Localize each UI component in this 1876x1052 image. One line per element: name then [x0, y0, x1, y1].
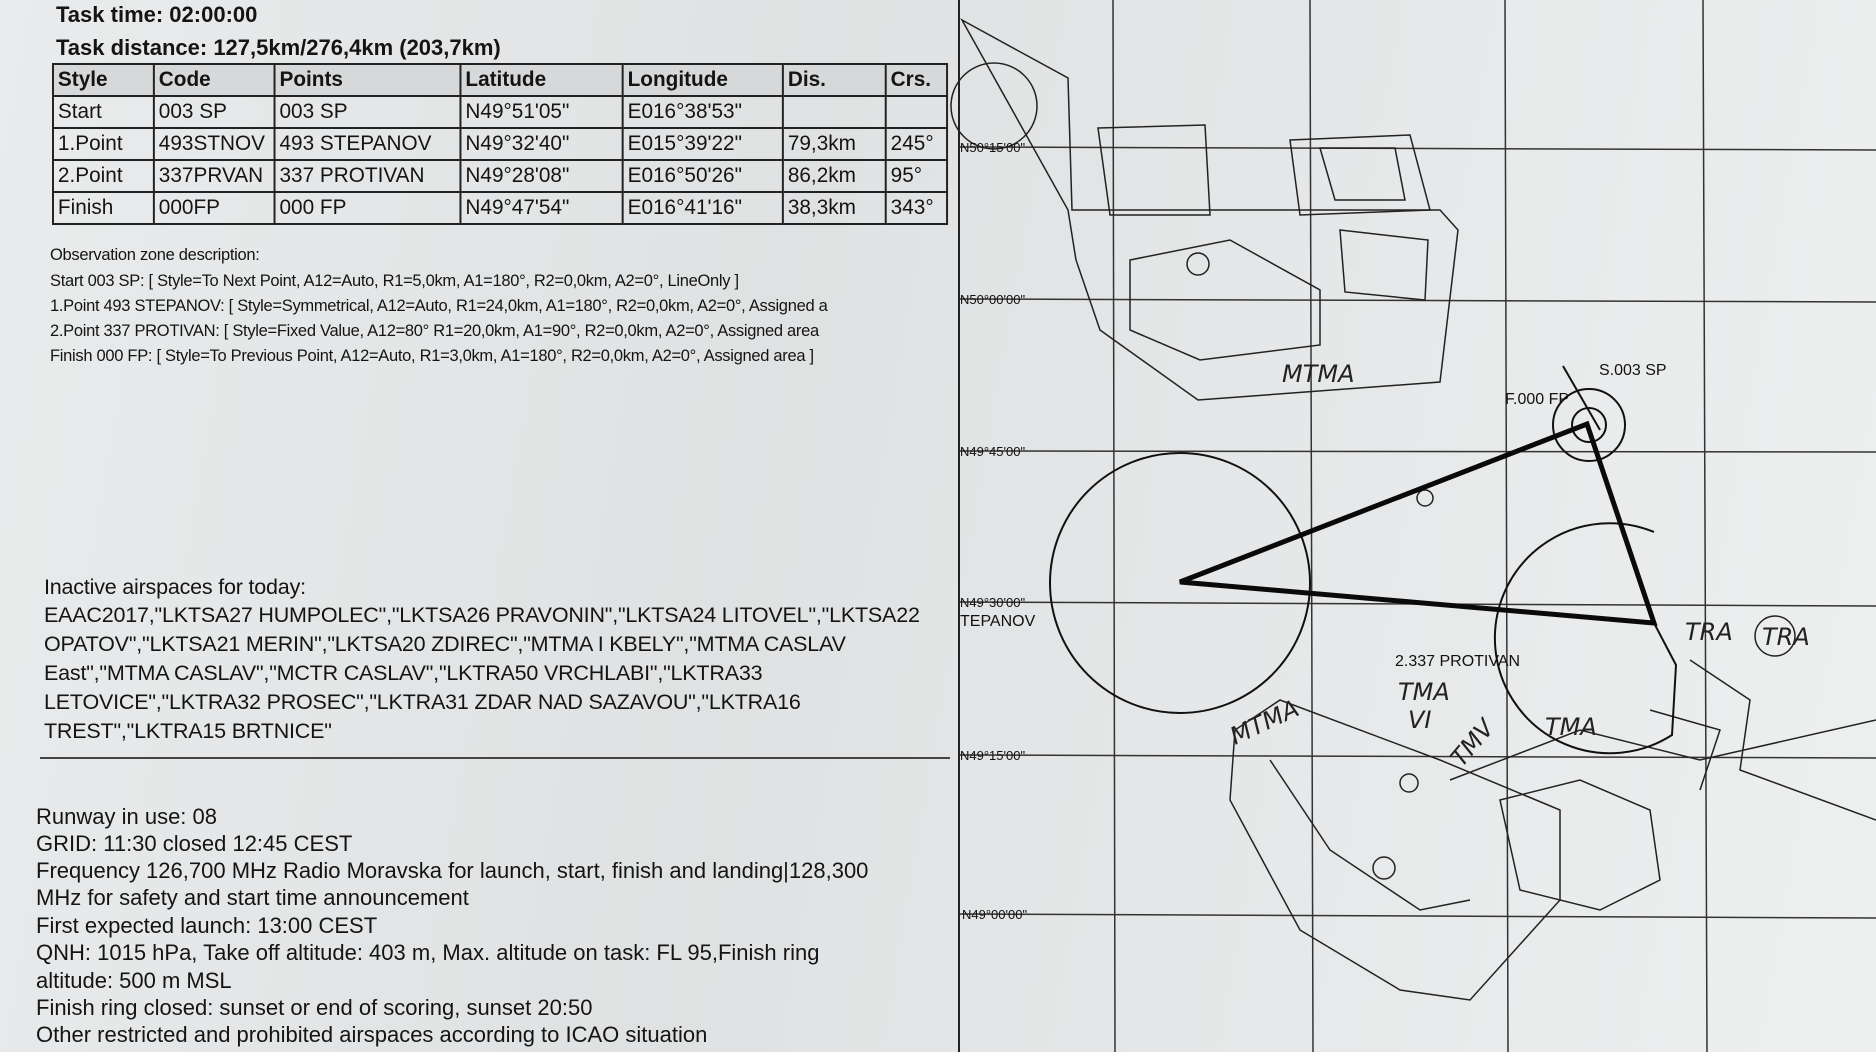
- airspace-outlines: [950, 18, 1876, 1001]
- cell-point: 003 SP: [273, 95, 462, 129]
- cell-style: 1.Point: [51, 127, 155, 161]
- finish-zone: [1571, 407, 1607, 443]
- col-header: Longitude: [621, 63, 784, 97]
- finish-point-label: F.000 FP: [1505, 391, 1569, 408]
- protivan-zone: [1493, 522, 1678, 755]
- note-line: Other restricted and prohibited airspace…: [36, 1022, 708, 1047]
- note-line: MHz for safety and start time announceme…: [36, 885, 469, 910]
- cell-dis: 86,2km: [781, 159, 887, 193]
- cell-style: Start: [51, 95, 155, 129]
- inactive-line: OPATOV","LKTSA21 MERIN","LKTSA20 ZDIREC"…: [44, 632, 846, 656]
- col-header: Crs.: [884, 63, 949, 97]
- cell-dis: 38,3km: [781, 191, 887, 225]
- task-distance: Task distance: 127,5km/276,4km (203,7km): [56, 35, 501, 60]
- inactive-line: TREST","LKTRA15 BRTNICE": [44, 719, 332, 743]
- cell-lat: N49°28'08": [459, 159, 624, 193]
- inactive-line: LETOVICE","LKTRA32 PROSEC","LKTRA31 ZDAR…: [44, 690, 801, 714]
- cell-point: 493 STEPANOV: [273, 127, 462, 161]
- cell-code: 337PRVAN: [152, 159, 276, 193]
- col-header: Code: [152, 63, 276, 97]
- cell-lon: E016°50'26": [621, 159, 784, 193]
- inactive-title: Inactive airspaces for today:: [44, 575, 306, 599]
- note-line: Finish ring closed: sunset or end of sco…: [36, 995, 593, 1020]
- map-grid: [959, 0, 1876, 1052]
- handwritten-note: TMA: [1398, 678, 1450, 706]
- cell-lat: N49°32'40": [459, 127, 624, 161]
- cell-style: 2.Point: [51, 159, 155, 193]
- cell-lon: E015°39'22": [621, 127, 784, 161]
- cell-crs: 95°: [884, 159, 949, 193]
- handwritten-note: MTMA: [1226, 694, 1304, 750]
- handwritten-circle: [1754, 615, 1796, 657]
- col-header: Latitude: [459, 63, 624, 97]
- cell-point: 000 FP: [273, 191, 462, 225]
- lat-label: N50°15'00": [960, 140, 1025, 155]
- table-header-row: Style Code Points Latitude Longitude Dis…: [51, 63, 949, 97]
- stepanov-point-label: TEPANOV: [960, 613, 1036, 630]
- cell-code: 000FP: [152, 191, 276, 225]
- cell-crs: 245°: [884, 127, 949, 161]
- col-header: Points: [273, 63, 462, 97]
- lat-label: N49°45'00": [960, 444, 1025, 459]
- cell-style: Finish: [51, 191, 155, 225]
- task-time: Task time: 02:00:00: [56, 2, 258, 27]
- note-line: QNH: 1015 hPa, Take off altitude: 403 m,…: [36, 940, 820, 965]
- cell-lon: E016°38'53": [621, 95, 784, 129]
- observation-line: 1.Point 493 STEPANOV: [ Style=Symmetrica…: [50, 297, 828, 315]
- stepanov-zone: [1049, 452, 1311, 714]
- col-header: Style: [51, 63, 155, 97]
- inactive-line: EAAC2017,"LKTSA27 HUMPOLEC","LKTSA26 PRA…: [44, 603, 920, 627]
- lat-label: N49°00'00": [962, 907, 1027, 922]
- note-line: Frequency 126,700 MHz Radio Moravska for…: [36, 858, 869, 883]
- start-line: [1562, 365, 1601, 431]
- cell-crs: 343°: [884, 191, 949, 225]
- inactive-line: East","MTMA CASLAV","MCTR CASLAV","LKTRA…: [44, 661, 763, 685]
- note-line: Runway in use: 08: [36, 804, 217, 829]
- observation-line: Start 003 SP: [ Style=To Next Point, A12…: [50, 272, 739, 290]
- handwritten-note: TMA: [1545, 713, 1597, 741]
- cell-lon: E016°41'16": [621, 191, 784, 225]
- handwritten-note: TRA: [1762, 623, 1810, 651]
- cell-dis: 79,3km: [781, 127, 887, 161]
- cell-code: 493STNOV: [152, 127, 276, 161]
- observation-line: Finish 000 FP: [ Style=To Previous Point…: [50, 347, 814, 365]
- observation-zones: [1049, 365, 1678, 755]
- cell-code: 003 SP: [152, 95, 276, 129]
- note-line: altitude: 500 m MSL: [36, 968, 232, 993]
- task-table: Style Code Points Latitude Longitude Dis…: [51, 63, 949, 225]
- note-line: First expected launch: 13:00 CEST: [36, 913, 378, 938]
- task-route: [1179, 420, 1658, 626]
- protivan-point-label: 2.337 PROTIVAN: [1395, 653, 1520, 670]
- col-header: Dis.: [781, 63, 887, 97]
- lat-label: N49°30'00": [960, 595, 1025, 610]
- separator-line: [40, 757, 950, 759]
- observation-title: Observation zone description:: [50, 246, 260, 264]
- lat-label: N50°00'00": [960, 292, 1025, 307]
- handwritten-note: TRA: [1685, 618, 1733, 646]
- cell-dis: [781, 95, 887, 129]
- start-point-label: S.003 SP: [1599, 362, 1667, 379]
- handwritten-note: VI: [1408, 706, 1432, 734]
- cell-lat: N49°47'54": [459, 191, 624, 225]
- start-zone: [1552, 388, 1626, 462]
- observation-line: 2.Point 337 PROTIVAN: [ Style=Fixed Valu…: [50, 322, 819, 340]
- note-line: GRID: 11:30 closed 12:45 CEST: [36, 831, 353, 856]
- page-divider: [958, 0, 960, 1052]
- cell-crs: [884, 95, 949, 129]
- lat-label: N49°15'00": [960, 748, 1025, 763]
- latitude-labels: N50°15'00" N50°00'00" N49°45'00" N49°30'…: [960, 140, 1027, 922]
- handwritten-note: MTMA: [1282, 360, 1355, 388]
- handwritten-annotations: MTMA MTMA TMA VI TMV TMA TRA TRA: [1226, 360, 1810, 772]
- cell-point: 337 PROTIVAN: [273, 159, 462, 193]
